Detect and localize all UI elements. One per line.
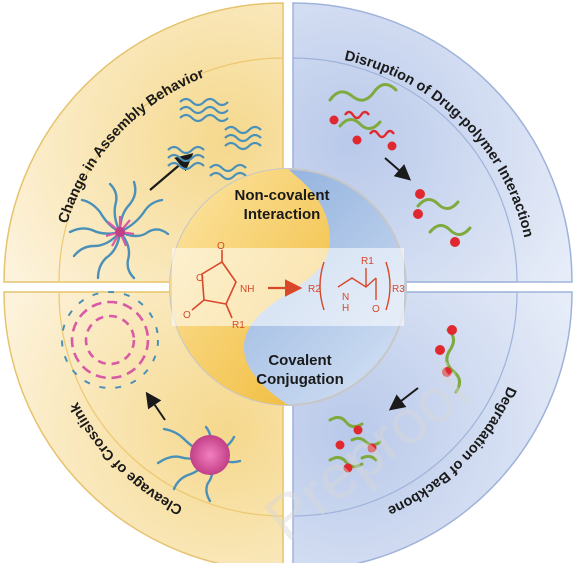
nca-oxygen-ring: O: [196, 273, 204, 284]
peptide-r3: R3: [392, 284, 405, 295]
polypeptide-structure: [319, 261, 391, 311]
micelle-illustration-top-left: [68, 97, 262, 280]
peptide-o: O: [372, 304, 380, 315]
nca-oxygen-bottom: O: [183, 310, 191, 321]
label-non-covalent: Non-covalent: [234, 187, 329, 204]
label-conjugation: Conjugation: [256, 371, 343, 388]
peptide-r1: R1: [361, 256, 374, 267]
nca-r1: R1: [232, 320, 245, 331]
drug-polymer-illustration-top-right: [328, 83, 472, 247]
nca-oxygen-top: O: [217, 241, 225, 252]
nca-nh: NH: [240, 284, 254, 295]
crosslink-cleavage-illustration-bottom-left: [61, 291, 242, 503]
nca-structure: [191, 250, 237, 319]
label-covalent: Covalent: [268, 352, 331, 369]
peptide-n: N: [342, 292, 349, 303]
peptide-r2: R2: [308, 284, 321, 295]
backbone-degradation-illustration-bottom-right: [328, 325, 461, 473]
label-interaction: Interaction: [244, 206, 321, 223]
crosslinked-core: [190, 435, 230, 475]
peptide-h: H: [342, 303, 349, 314]
